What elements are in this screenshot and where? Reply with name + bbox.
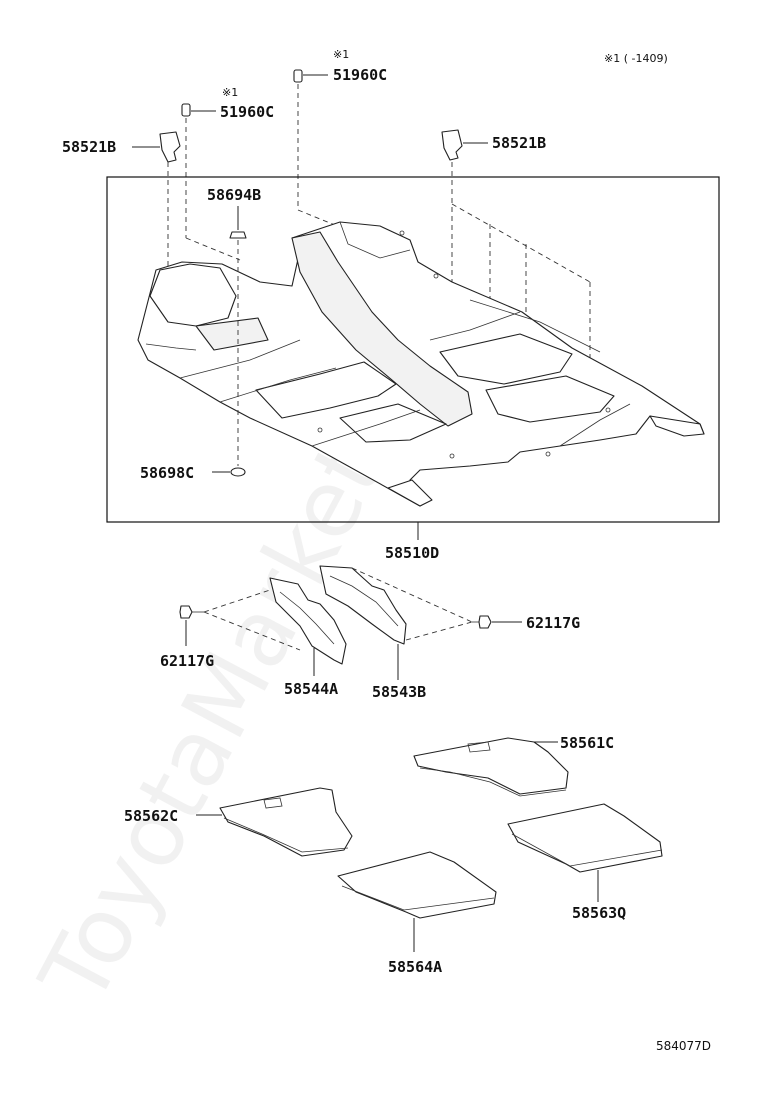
- clip-51960c-mid-drawing: [181, 103, 191, 117]
- screw-62117g-left-drawing: [179, 605, 204, 619]
- floor-mat-58564a-drawing: [337, 851, 497, 919]
- callout-58521b-left: 58521B: [62, 138, 116, 156]
- callout-62117g-left: 62117G: [160, 652, 214, 670]
- header-note: ※1 ( -1409): [604, 52, 668, 65]
- callout-58510d: 58510D: [385, 544, 439, 562]
- floor-carpet-frame: [106, 176, 720, 523]
- callout-51960c-mid-marker: ※1: [222, 86, 238, 99]
- callout-58564a: 58564A: [388, 958, 442, 976]
- grommet-58698c-drawing: [212, 392, 246, 477]
- clip-58521b-right-drawing: [441, 129, 463, 161]
- silencer-58544a-drawing: [269, 577, 347, 665]
- callout-58561c: 58561C: [560, 734, 614, 752]
- callout-58562c: 58562C: [124, 807, 178, 825]
- callout-58698c: 58698C: [140, 464, 194, 482]
- callout-58521b-right: 58521B: [492, 134, 546, 152]
- floor-mat-58563q-drawing: [507, 803, 663, 873]
- screw-62117g-right-drawing: [472, 615, 492, 629]
- callout-51960c-mid: 51960C: [220, 103, 274, 121]
- callout-51960c-top-marker: ※1: [333, 48, 349, 61]
- callout-58544a: 58544A: [284, 680, 338, 698]
- callout-62117g-right: 62117G: [526, 614, 580, 632]
- fastener-58694b-drawing: [229, 206, 247, 390]
- floor-carpet-drawing: [137, 221, 705, 507]
- callout-58543b: 58543B: [372, 683, 426, 701]
- clip-51960c-top-drawing: [293, 69, 303, 83]
- callout-58563q: 58563Q: [572, 904, 626, 922]
- clip-58521b-left-drawing: [159, 131, 181, 163]
- floor-mat-58562c-drawing: [219, 787, 353, 857]
- silencer-58543b-drawing: [319, 565, 407, 645]
- footer-code: 584077D: [656, 1039, 711, 1053]
- floor-mat-58561c-drawing: [413, 737, 569, 797]
- callout-51960c-top: 51960C: [333, 66, 387, 84]
- callout-58694b: 58694B: [207, 186, 261, 204]
